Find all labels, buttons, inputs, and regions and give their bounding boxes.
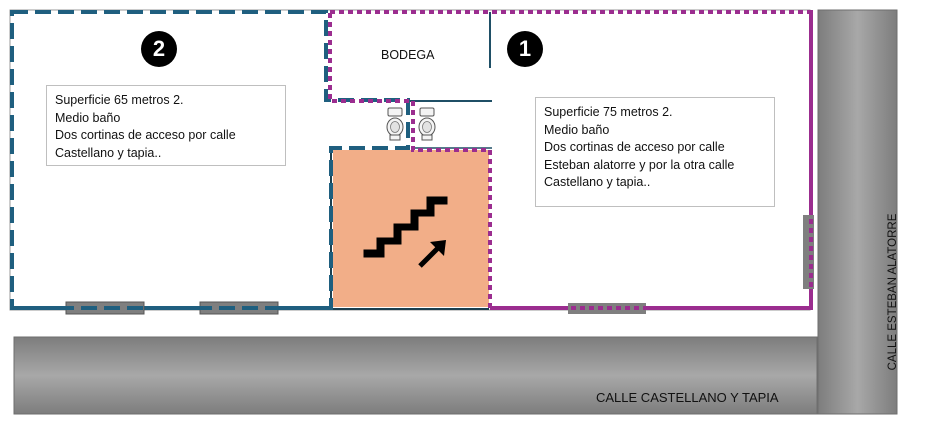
toilet-icon	[386, 107, 404, 141]
unit-1-info-line: Castellano y tapia..	[544, 175, 651, 189]
street-esteban-label: CALLE ESTEBAN ALATORRE	[887, 213, 899, 371]
unit-2-info-line: Medio baño	[55, 110, 121, 125]
toilet-icon	[418, 107, 436, 141]
unit-2-info-line: Dos cortinas de acceso por calle	[55, 128, 236, 142]
unit-1-boundary	[328, 10, 813, 310]
arrow-up-right-icon	[418, 240, 446, 268]
unit-1-badge: 1	[507, 31, 543, 67]
unit-1-info-line: Superficie 75 metros 2.	[544, 105, 673, 119]
unit-1-info-line: Esteban alatorre y por la otra calle	[544, 157, 735, 172]
street-castellano-label: CALLE CASTELLANO Y TAPIA	[596, 390, 779, 405]
street-castellano-y-tapia	[13, 336, 818, 415]
unit-1-info-line: Dos cortinas de acceso por calle	[544, 140, 725, 154]
unit-1-info-line: Medio baño	[544, 122, 610, 137]
unit-2-info-line: Castellano y tapia..	[55, 145, 162, 160]
bodega-label: BODEGA	[381, 48, 435, 62]
unit-2-info-line: Superficie 65 metros 2.	[55, 93, 184, 107]
stairs-icon	[363, 196, 448, 258]
unit-2-badge: 2	[141, 31, 177, 67]
street-esteban-alatorre	[817, 9, 898, 415]
unit-1-info-box: Superficie 75 metros 2. Medio baño Dos c…	[535, 97, 775, 207]
unit-2-info-box: Superficie 65 metros 2. Medio baño Dos c…	[46, 85, 286, 166]
curtain-unit-1-right	[803, 215, 814, 289]
